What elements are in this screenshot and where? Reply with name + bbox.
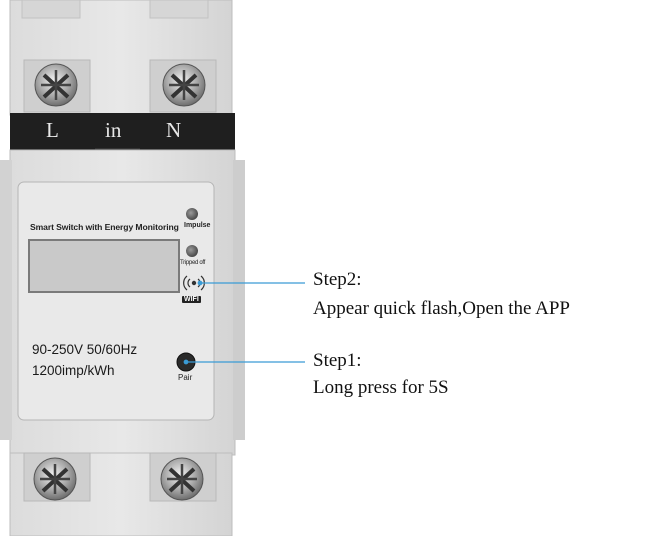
impulse-rate-spec: 1200imp/kWh [32,363,115,378]
terminal-label-in: in [105,118,122,142]
terminal-label-n: N [166,118,182,142]
terminal-labels: L in N [10,108,235,152]
tripped-led-icon [186,245,198,257]
step1-title: Step1: [313,350,362,371]
meter-body [0,149,245,456]
step2-description: Appear quick flash,Open the APP [313,298,570,319]
terminal-label-l: L [46,118,59,142]
callout-lines [183,280,305,365]
voltage-spec: 90-250V 50/60Hz [32,342,138,357]
screw-icon [160,457,204,501]
impulse-led-icon [186,208,198,220]
wifi-label: WIFI [182,296,201,303]
panel-title: Smart Switch with Energy Monitoring [30,222,179,232]
step2-title: Step2: [313,269,362,290]
pair-label: Pair [178,373,193,382]
step1-description: Long press for 5S [313,377,449,398]
tripped-label: Tripped off [180,260,206,266]
impulse-label: Impulse [184,222,211,229]
screw-icon [34,63,78,107]
terminal-label-strip [10,113,235,151]
screw-icon [33,457,77,501]
screw-icon [162,63,206,107]
lcd-display [28,239,180,293]
